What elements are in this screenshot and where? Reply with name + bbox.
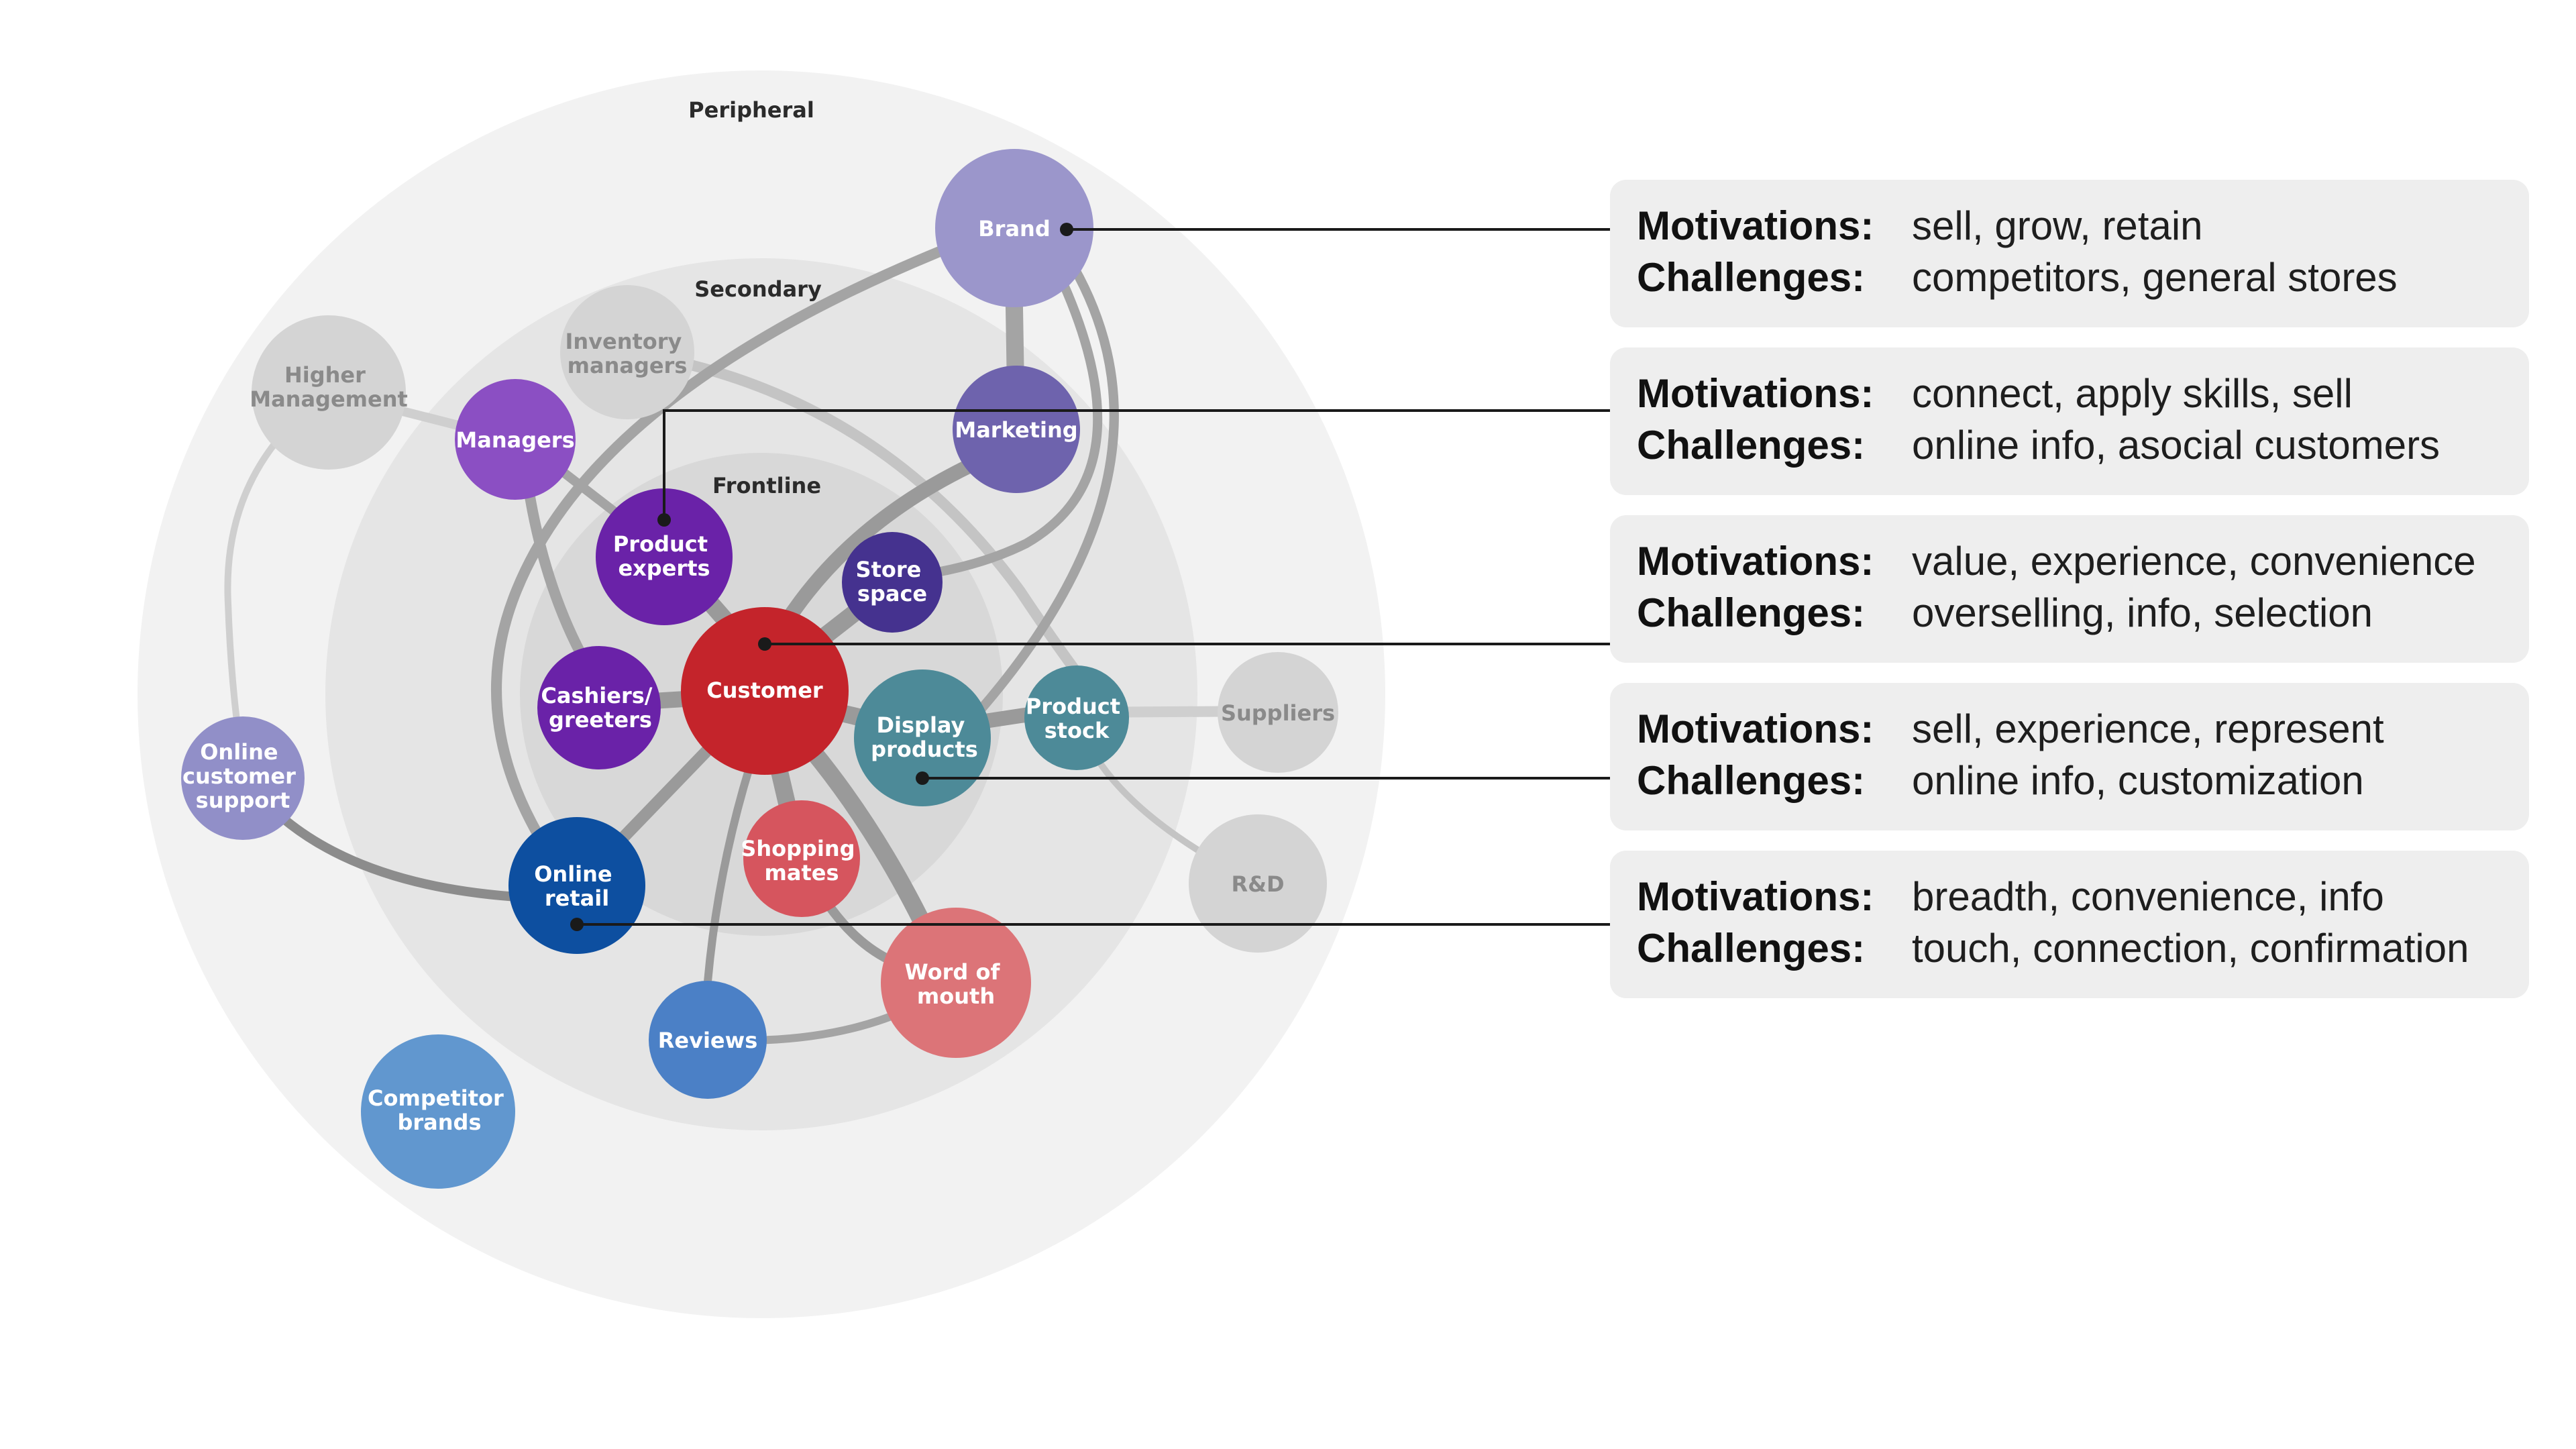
- node-rnd[interactable]: R&D: [1189, 814, 1327, 953]
- node-competitor-brands-label: Competitor brands: [368, 1085, 511, 1135]
- node-marketing[interactable]: Marketing: [953, 366, 1080, 493]
- motivations-value: sell, grow, retain: [1912, 203, 2203, 248]
- node-store-space-label: Store space: [856, 557, 929, 606]
- challenges-label: Challenges:: [1637, 758, 1866, 803]
- challenges-row: Challenges: competitors, general stores: [1637, 254, 2529, 306]
- peripheral-label: Peripheral: [688, 97, 814, 123]
- motivations-value: connect, apply skills, sell: [1912, 371, 2353, 416]
- node-product-stock[interactable]: Product stock: [1024, 665, 1129, 770]
- node-competitor-brands[interactable]: Competitor brands: [361, 1034, 515, 1189]
- node-managers-label: Managers: [455, 427, 574, 453]
- node-suppliers-label: Suppliers: [1221, 700, 1335, 726]
- info-card-brand: Motivations: sell, grow, retain Challeng…: [1610, 180, 2529, 327]
- node-customer[interactable]: Customer: [681, 607, 849, 775]
- node-cashiers-greeters[interactable]: Cashiers/ greeters: [537, 646, 661, 769]
- motivations-row: Motivations: sell, experience, represent: [1637, 706, 2529, 757]
- challenges-value: competitors, general stores: [1912, 255, 2398, 300]
- info-card-product-experts: Motivations: connect, apply skills, sell…: [1610, 347, 2529, 495]
- node-online-customer-support-label: Online customer support: [182, 739, 303, 813]
- challenges-row: Challenges: online info, asocial custome…: [1637, 422, 2529, 474]
- challenges-value: overselling, info, selection: [1912, 590, 2373, 635]
- callout-dot-display-products: [916, 771, 929, 785]
- node-higher-management-label: Higher Management: [250, 362, 408, 412]
- callout-line-product-experts: [663, 409, 1610, 520]
- motivations-value: value, experience, convenience: [1912, 539, 2476, 584]
- node-online-retail-label: Online retail: [534, 861, 620, 911]
- node-display-products-label: Display products: [871, 712, 978, 762]
- motivations-row: Motivations: value, experience, convenie…: [1637, 538, 2529, 590]
- node-word-of-mouth-label: Word of mouth: [904, 959, 1007, 1009]
- motivations-row: Motivations: sell, grow, retain: [1637, 203, 2529, 254]
- callout-dot-online-retail: [570, 918, 584, 931]
- node-rnd-label: R&D: [1231, 871, 1284, 897]
- motivations-label: Motivations:: [1637, 706, 1874, 751]
- info-card-display-products: Motivations: sell, experience, represent…: [1610, 683, 2529, 830]
- node-online-retail[interactable]: Online retail: [508, 817, 645, 954]
- node-product-experts[interactable]: Product experts: [596, 488, 733, 625]
- callout-dots: [570, 223, 1073, 931]
- motivations-row: Motivations: connect, apply skills, sell: [1637, 370, 2529, 422]
- node-managers[interactable]: Managers: [455, 379, 576, 500]
- challenges-label: Challenges:: [1637, 926, 1866, 971]
- challenges-label: Challenges:: [1637, 423, 1866, 468]
- node-online-customer-support[interactable]: Online customer support: [181, 716, 305, 840]
- challenges-value: online info, customization: [1912, 758, 2364, 803]
- node-inventory-managers[interactable]: Inventory managers: [560, 285, 694, 419]
- node-suppliers[interactable]: Suppliers: [1218, 652, 1338, 773]
- motivations-label: Motivations:: [1637, 539, 1874, 584]
- info-card-online-retail: Motivations: breadth, convenience, info …: [1610, 851, 2529, 998]
- motivations-label: Motivations:: [1637, 874, 1874, 919]
- motivations-value: sell, experience, represent: [1912, 706, 2384, 751]
- challenges-row: Challenges: online info, customization: [1637, 757, 2529, 809]
- node-shopping-mates-label: Shopping mates: [741, 836, 862, 885]
- info-card-customer: Motivations: value, experience, convenie…: [1610, 515, 2529, 663]
- node-store-space[interactable]: Store space: [842, 532, 943, 633]
- callout-dot-product-experts: [657, 513, 671, 527]
- callout-dot-brand: [1060, 223, 1073, 236]
- node-product-experts-label: Product experts: [613, 531, 715, 581]
- motivations-value: breadth, convenience, info: [1912, 874, 2384, 919]
- node-customer-label: Customer: [706, 678, 823, 703]
- node-marketing-label: Marketing: [955, 417, 1077, 443]
- motivations-label: Motivations:: [1637, 371, 1874, 416]
- challenges-value: online info, asocial customers: [1912, 423, 2440, 468]
- challenges-row: Challenges: touch, connection, confirmat…: [1637, 925, 2529, 977]
- node-product-stock-label: Product stock: [1026, 694, 1128, 743]
- challenges-label: Challenges:: [1637, 255, 1866, 300]
- node-brand[interactable]: Brand: [935, 149, 1093, 307]
- callout-lines: [577, 228, 1610, 926]
- node-inventory-managers-label: Inventory managers: [565, 329, 689, 378]
- challenges-label: Challenges:: [1637, 590, 1866, 635]
- node-cashiers-greeters-label: Cashiers/ greeters: [541, 683, 659, 733]
- callout-dot-customer: [758, 637, 771, 651]
- node-reviews-label: Reviews: [658, 1028, 757, 1053]
- node-brand-label: Brand: [978, 216, 1050, 241]
- node-display-products[interactable]: Display products: [854, 669, 991, 806]
- motivations-row: Motivations: breadth, convenience, info: [1637, 873, 2529, 925]
- node-reviews[interactable]: Reviews: [649, 981, 767, 1099]
- frontline-label: Frontline: [712, 473, 821, 498]
- motivations-label: Motivations:: [1637, 203, 1874, 248]
- challenges-value: touch, connection, confirmation: [1912, 926, 2469, 971]
- node-higher-management[interactable]: Higher Management: [250, 315, 408, 470]
- node-word-of-mouth[interactable]: Word of mouth: [881, 908, 1031, 1058]
- node-shopping-mates[interactable]: Shopping mates: [741, 800, 862, 917]
- secondary-label: Secondary: [694, 276, 822, 302]
- challenges-row: Challenges: overselling, info, selection: [1637, 590, 2529, 641]
